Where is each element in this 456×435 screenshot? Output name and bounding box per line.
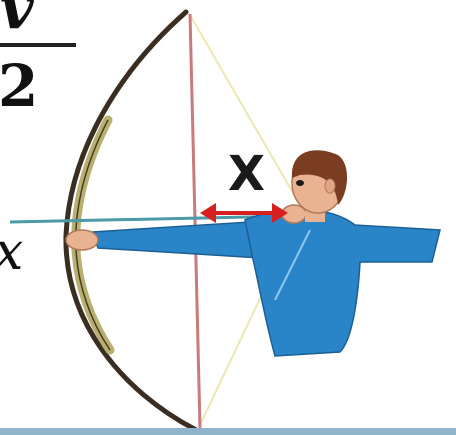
eye bbox=[296, 180, 304, 186]
ear bbox=[324, 178, 336, 194]
torso bbox=[244, 208, 441, 357]
draw-distance-label: X bbox=[228, 146, 266, 202]
double-headed-arrow-icon bbox=[200, 203, 216, 223]
fraction-denominator: 2 bbox=[0, 52, 39, 120]
shirt-strap bbox=[274, 229, 311, 301]
bottom-strip bbox=[0, 428, 456, 435]
front-arm bbox=[90, 221, 264, 259]
bow-hand bbox=[65, 229, 99, 251]
fraction-bar bbox=[0, 43, 76, 47]
guide-line-upper bbox=[189, 14, 301, 206]
left-variable: x bbox=[0, 222, 23, 282]
double-headed-arrow-icon-right bbox=[272, 203, 288, 223]
bow-limb bbox=[63, 9, 199, 433]
bowstring bbox=[188, 13, 202, 429]
hair bbox=[291, 150, 348, 205]
fraction-numerator: v bbox=[0, 0, 34, 42]
